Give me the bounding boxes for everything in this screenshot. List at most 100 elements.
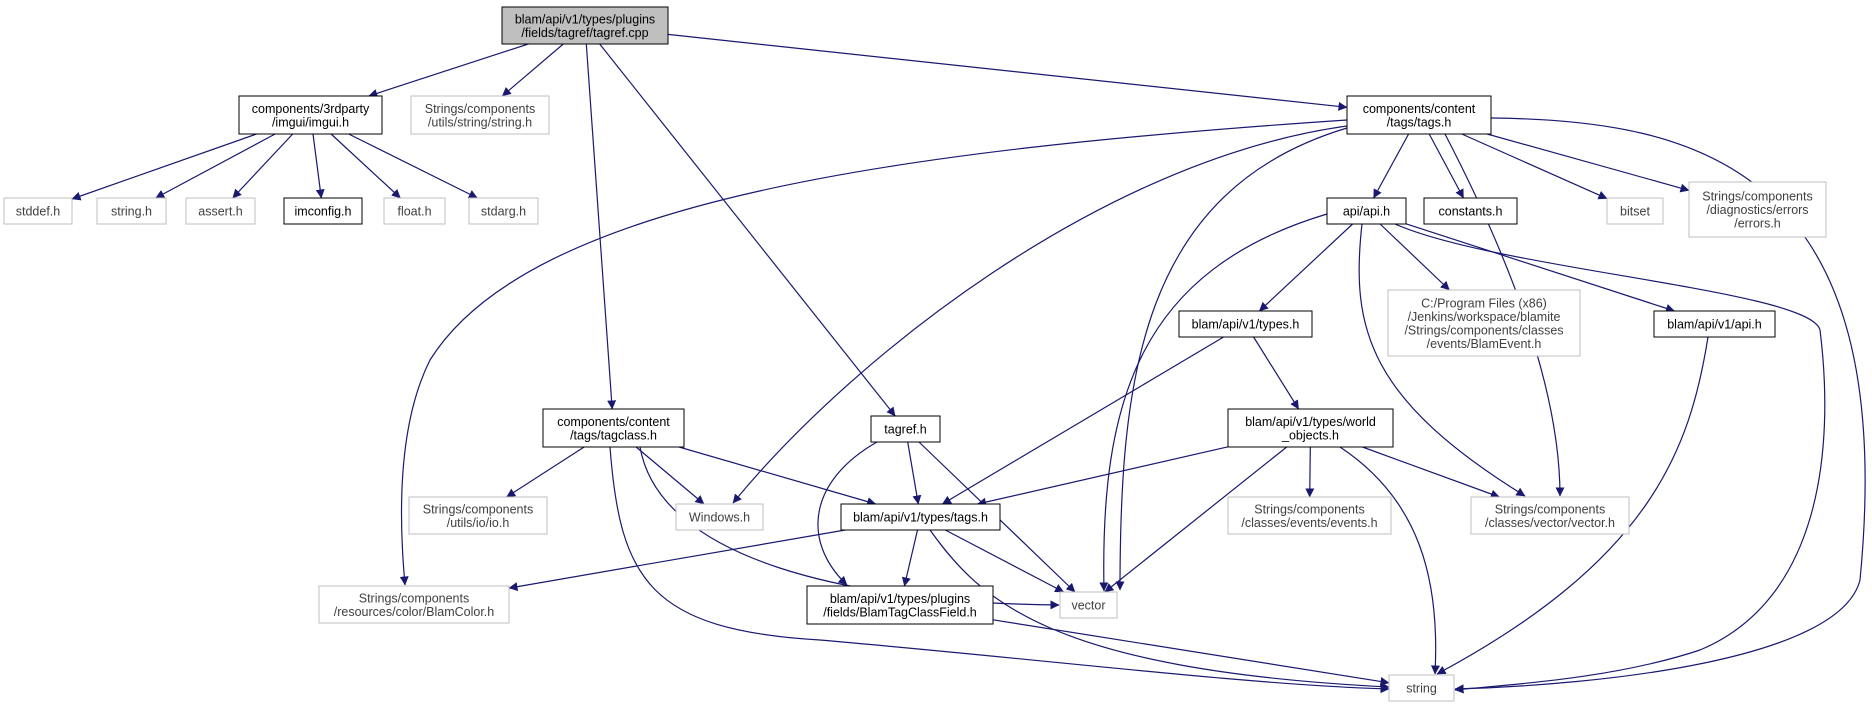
node-errors_h: Strings/components/diagnostics/errors/er… <box>1688 181 1827 238</box>
edge-blamtagclassfield_h-to-string <box>992 619 1390 686</box>
edge-imgui_h-to-stddef_h <box>71 133 257 201</box>
node-label-line: string <box>1406 682 1437 696</box>
node-imconfig_h[interactable]: imconfig.h <box>283 197 363 225</box>
edge-tagref_h-to-types_tags_h <box>907 441 922 505</box>
node-box <box>1423 197 1518 225</box>
edge-content_tags_h-to-blamcolor_h <box>399 119 1348 586</box>
node-label-line: /classes/vector/vector.h <box>1485 516 1615 530</box>
node-string: string <box>1388 674 1455 702</box>
node-events_h: Strings/components/classes/events/events… <box>1227 496 1392 535</box>
edge-imgui_h-to-stdarg_h <box>348 133 478 199</box>
edge-types_h-to-types_tags_h <box>942 336 1224 505</box>
node-box <box>870 415 941 443</box>
node-assert_h: assert.h <box>185 197 256 225</box>
edge-types_tags_h-to-blamcolor_h <box>508 529 846 592</box>
node-label-line: Strings/components <box>1254 502 1364 516</box>
node-content_tags_h[interactable]: components/content/tags/tags.h <box>1346 95 1492 135</box>
node-label-line: /utils/string/string.h <box>428 115 532 129</box>
edge-imgui_h-to-float_h <box>330 133 401 199</box>
node-box <box>283 197 363 225</box>
node-label-line: components/3rdparty <box>252 102 370 116</box>
node-box <box>1346 95 1492 135</box>
edge-tagref_cpp-to-string_string_h <box>501 43 564 97</box>
edge-content_tags_h-to-constants_h <box>1428 133 1465 199</box>
edge-content_tags_h-to-windows_h <box>732 125 1348 504</box>
edge-imgui_h-to-string_h <box>155 133 276 199</box>
node-label-line: Windows.h <box>689 511 750 525</box>
edge-world_objects_h-to-string <box>1339 446 1440 675</box>
node-types_h[interactable]: blam/api/v1/types.h <box>1178 310 1313 338</box>
node-label-line: tagref.h <box>884 423 926 437</box>
node-box <box>410 95 550 135</box>
edge-world_objects_h-to-types_tags_h <box>977 446 1229 507</box>
node-label-line: Strings/components <box>1495 502 1605 516</box>
edge-types_h-to-world_objects_h <box>1253 336 1300 410</box>
node-float_h: float.h <box>383 197 446 225</box>
node-box <box>1326 197 1407 225</box>
node-v1_api_h[interactable]: blam/api/v1/api.h <box>1653 310 1776 338</box>
node-label-line: blam/api/v1/types.h <box>1192 318 1300 332</box>
node-box <box>1387 289 1581 357</box>
edge-content_tags_h-to-vector <box>1115 127 1348 591</box>
node-label-line: Strings/components <box>425 102 535 116</box>
edge-types_tags_h-to-vector <box>945 529 1065 593</box>
node-label-line: /fields/BlamTagClassField.h <box>823 605 977 619</box>
node-label-line: Strings/components <box>1702 190 1812 204</box>
node-stdarg_h: stdarg.h <box>468 197 539 225</box>
edge-api_h-to-string <box>1394 223 1826 694</box>
node-label-line: assert.h <box>198 205 243 219</box>
node-box <box>238 95 383 135</box>
node-label-line: components/content <box>1363 102 1476 116</box>
edge-v1_api_h-to-string <box>1436 336 1709 675</box>
node-label-line: vector <box>1071 599 1105 613</box>
node-world_objects_h[interactable]: blam/api/v1/types/world_objects.h <box>1227 408 1394 448</box>
node-label-line: /Strings/components/classes <box>1404 323 1563 337</box>
node-stddef_h: stddef.h <box>3 197 73 225</box>
edge-content_tags_h-to-bitset <box>1461 133 1608 200</box>
node-vector: vector <box>1059 591 1118 619</box>
node-box <box>383 197 446 225</box>
node-box <box>1227 408 1394 448</box>
node-blamtagclassfield_h[interactable]: blam/api/v1/types/plugins/fields/BlamTag… <box>806 585 994 625</box>
node-tagref_cpp: blam/api/v1/types/plugins/fields/tagref/… <box>501 6 669 45</box>
edge-tagclass_h-to-windows_h <box>635 446 705 505</box>
node-label-line: /utils/io/io.h <box>447 516 510 530</box>
node-tagclass_h[interactable]: components/content/tags/tagclass.h <box>542 408 685 448</box>
node-label-line: /diagnostics/errors <box>1706 203 1808 217</box>
node-label-line: blam/api/v1/types/plugins <box>515 12 655 26</box>
node-label-line: blam/api/v1/types/tags.h <box>853 511 988 525</box>
node-types_tags_h[interactable]: blam/api/v1/types/tags.h <box>840 503 1001 531</box>
node-label-line: blam/api/v1/types/plugins <box>830 592 970 606</box>
node-io_h: Strings/components/utils/io/io.h <box>408 496 548 535</box>
node-label-line: /tags/tags.h <box>1387 115 1452 129</box>
node-box <box>318 585 510 624</box>
edge-content_tags_h-to-errors_h <box>1486 133 1690 193</box>
node-label-line: /resources/color/BlamColor.h <box>334 605 495 619</box>
node-label-line: C:/Program Files (x86) <box>1421 296 1547 310</box>
node-blamevent_h: C:/Program Files (x86)/Jenkins/workspace… <box>1387 289 1581 357</box>
edge-tagref_cpp-to-tagclass_h <box>585 43 617 410</box>
node-box <box>806 585 994 625</box>
node-label-line: /classes/events/events.h <box>1241 516 1377 530</box>
nodes-layer: blam/api/v1/types/plugins/fields/tagref/… <box>3 6 1827 702</box>
node-label-line: components/content <box>557 415 670 429</box>
node-vector_h: Strings/components/classes/vector/vector… <box>1470 496 1630 535</box>
node-label-line: bitset <box>1620 205 1650 219</box>
node-label-line: stdarg.h <box>481 205 526 219</box>
node-tagref_h[interactable]: tagref.h <box>870 415 941 443</box>
node-box <box>185 197 256 225</box>
node-label-line: /fields/tagref/tagref.cpp <box>521 26 648 40</box>
edge-api_h-to-v1_api_h <box>1405 223 1675 313</box>
edge-tagclass_h-to-io_h <box>506 446 585 498</box>
node-box <box>1178 310 1313 338</box>
node-label-line: Strings/components <box>359 591 469 605</box>
edge-api_h-to-vector_h <box>1358 223 1526 497</box>
node-box <box>408 496 548 535</box>
node-imgui_h[interactable]: components/3rdparty/imgui/imgui.h <box>238 95 383 135</box>
edge-imgui_h-to-imconfig_h <box>312 133 325 199</box>
edge-tagref_h-to-blamtagclassfield_h <box>817 441 878 586</box>
node-constants_h[interactable]: constants.h <box>1423 197 1518 225</box>
edge-tagref_cpp-to-tagref_h <box>599 43 896 417</box>
node-api_h[interactable]: api/api.h <box>1326 197 1407 225</box>
